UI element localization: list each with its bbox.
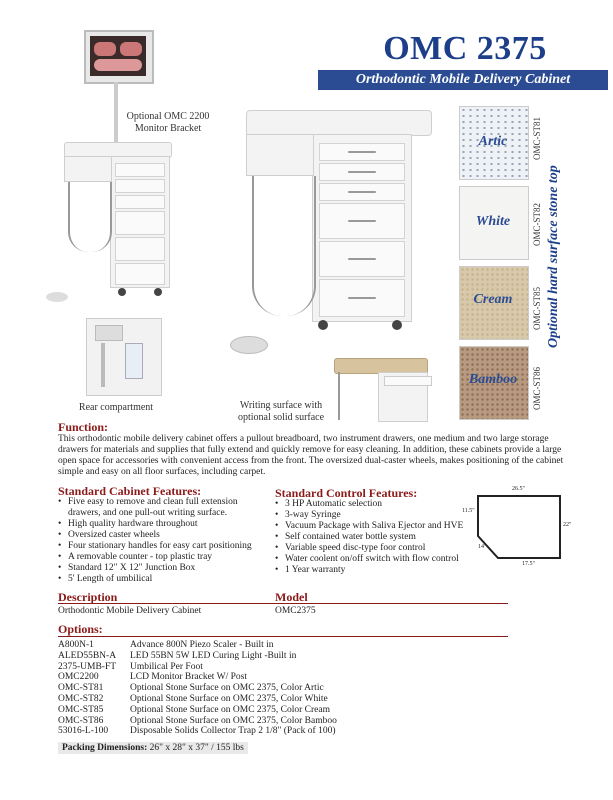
option-row: A800N-1 Advance 800N Piezo Scaler - Built… <box>58 640 337 651</box>
control-features-heading: Standard Control Features: <box>275 486 418 500</box>
swatch-artic-sample <box>459 106 529 180</box>
option-code: OMC2200 <box>58 672 99 683</box>
function-heading: Function: <box>58 420 109 434</box>
option-text: LED 55BN 5W LED Curing Light -Built in <box>130 650 297 661</box>
writing-caption: Writing surface with optional solid surf… <box>237 400 325 423</box>
control-features-list: 3 HP Automatic selection 3-way Syringe V… <box>275 499 475 576</box>
option-code: OMC-ST85 <box>58 704 104 715</box>
option-row: 2375-UMB-FT Umbilical Per Foot <box>58 662 337 673</box>
dim-left: 11.5" <box>462 508 475 514</box>
rear-compartment-image <box>86 318 162 396</box>
option-row: 53016-L-100 Disposable Solids Collector T… <box>58 726 337 737</box>
cabinet-large-image <box>230 110 432 360</box>
swatch-artic-label: Artic <box>478 134 508 149</box>
option-row: OMC-ST86 Optional Stone Surface on OMC 23… <box>58 716 337 727</box>
option-text: Advance 800N Piezo Scaler - Built in <box>130 640 274 650</box>
cabinet-feature-item: High quality hardware throughout <box>58 519 270 530</box>
option-row: OMC-ST82 Optional Stone Surface on OMC 23… <box>58 694 337 705</box>
option-row: ALED55BN-A LED 55BN 5W LED Curing Light -… <box>58 651 337 662</box>
swatch-cream-sample <box>459 266 529 340</box>
control-feature-item: Water coolent on/off switch with flow co… <box>275 554 475 565</box>
swatch-artic-code: OMC-ST81 <box>532 116 542 160</box>
monitor-image <box>84 30 154 142</box>
option-text: Optional Stone Surface on OMC 2375, Colo… <box>130 693 328 704</box>
option-code: OMC-ST81 <box>58 683 104 694</box>
swatch-bamboo: Bamboo <box>459 346 529 420</box>
option-row: OMC2200 LCD Monitor Bracket W/ Post <box>58 672 337 683</box>
function-text: This orthodontic mobile delivery cabinet… <box>58 434 564 477</box>
control-feature-item: Self contained water bottle system <box>275 532 475 543</box>
swatch-white-sample <box>459 186 529 260</box>
cabinet-feature-item: Oversized caster wheels <box>58 530 270 541</box>
swatch-bamboo-sample <box>459 346 529 420</box>
swatch-white: White <box>459 186 529 260</box>
cabinet-feature-item: Four stationary handles for easy cart po… <box>58 541 270 552</box>
swatch-cream-label: Cream <box>473 292 513 307</box>
option-text: Optional Stone Surface on OMC 2375, Colo… <box>130 704 331 715</box>
model-text: OMC2375 <box>275 606 316 616</box>
cabinet-feature-item: Five easy to remove and clean full exten… <box>58 497 270 519</box>
packing-value: 26" x 28" x 37" / 155 lbs <box>149 743 244 753</box>
swatch-white-label: White <box>475 214 511 229</box>
option-row: OMC-ST81 Optional Stone Surface on OMC 23… <box>58 683 337 694</box>
packing-label: Packing Dimensions: <box>62 743 148 753</box>
dimension-outline <box>477 495 561 559</box>
swatch-artic: Artic <box>459 106 529 180</box>
options-heading: Options: <box>58 622 103 636</box>
packing-box: Packing Dimensions: 26" x 28" x 37" / 15… <box>58 742 248 754</box>
option-text: Umbilical Per Foot <box>130 661 203 672</box>
page-title: OMC 2375 <box>383 30 547 67</box>
dim-top: 26.5" <box>512 486 525 492</box>
rear-caption: Rear compartment <box>78 402 154 413</box>
option-code: 53016-L-100 <box>58 726 109 737</box>
control-feature-item: Vacuum Package with Saliva Ejector and H… <box>275 521 475 532</box>
swatch-cream-code: OMC-ST85 <box>532 286 542 330</box>
option-code: OMC-ST82 <box>58 693 104 704</box>
swatch-bamboo-code: OMC-ST86 <box>532 366 542 410</box>
control-feature-item: 3 HP Automatic selection <box>275 499 475 510</box>
subtitle-banner: Orthodontic Mobile Delivery Cabinet <box>318 70 608 90</box>
option-text: Optional Stone Surface on OMC 2375, Colo… <box>130 683 324 694</box>
description-text: Orthodontic Mobile Delivery Cabinet <box>58 606 202 616</box>
cabinet-feature-item: Standard 12" X 12" Junction Box <box>58 563 270 574</box>
dimension-diagram: 26.5" 11.5" 22" 14" 17.5" <box>460 486 580 570</box>
cabinet-feature-item: 5' Length of umbilical <box>58 574 270 585</box>
swatch-white-code: OMC-ST82 <box>532 202 542 246</box>
dim-bottom: 17.5" <box>522 561 535 567</box>
options-list: A800N-1 Advance 800N Piezo Scaler - Built… <box>58 640 337 737</box>
option-text: LCD Monitor Bracket W/ Post <box>130 672 247 683</box>
swatch-bamboo-label: Bamboo <box>468 372 518 387</box>
swatch-cream: Cream <box>459 266 529 340</box>
option-code: A800N-1 <box>58 640 94 650</box>
monitor-caption: Optional OMC 2200 Monitor Bracket <box>126 111 210 134</box>
option-text: Disposable Solids Collector Trap 2 1/8" … <box>130 726 336 737</box>
cabinet-feature-item: A removable counter - top plastic tray <box>58 552 270 563</box>
model-heading: Model <box>275 590 308 604</box>
option-text: Optional Stone Surface on OMC 2375, Colo… <box>130 715 337 726</box>
stone-top-side-label: Optional hard surface stone top <box>546 165 561 348</box>
description-heading: Description <box>58 590 118 604</box>
writing-surface-image <box>328 358 432 422</box>
cabinet-features-list: Five easy to remove and clean full exten… <box>58 497 270 585</box>
option-code: ALED55BN-A <box>58 650 117 661</box>
cabinet-features-heading: Standard Cabinet Features: <box>58 484 202 498</box>
option-code: OMC-ST86 <box>58 715 104 726</box>
option-row: OMC-ST85 Optional Stone Surface on OMC 23… <box>58 705 337 716</box>
options-rule <box>58 636 508 637</box>
control-feature-item: 3-way Syringe <box>275 510 475 521</box>
control-feature-item: 1 Year warranty <box>275 565 475 576</box>
dim-right: 22" <box>563 522 572 528</box>
dim-angle: 14" <box>478 544 487 550</box>
control-feature-item: Variable speed disc-type foor control <box>275 543 475 554</box>
option-code: 2375-UMB-FT <box>58 661 117 672</box>
description-rule <box>58 603 508 604</box>
cabinet-small-image <box>46 142 172 302</box>
